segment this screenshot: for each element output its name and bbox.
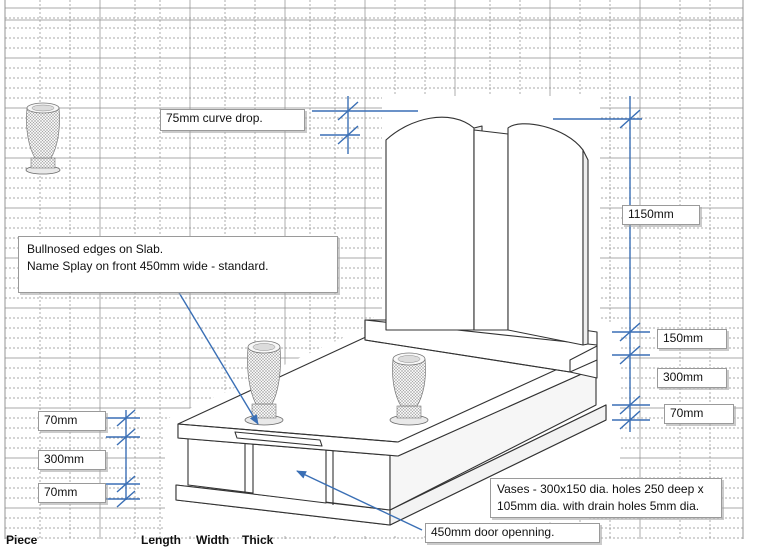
curve-drop-tick-top (337, 101, 359, 121)
curve-drop-label: 75mm curve drop. (160, 109, 305, 131)
left-tick-4 (116, 490, 136, 508)
door-label: 450mm door openning. (425, 523, 600, 543)
left-bottom-label: 70mm (38, 483, 106, 503)
slab-leader-arrow (177, 290, 259, 425)
door-leader-arrow (296, 470, 423, 531)
vases-note: Vases - 300x150 dia. holes 250 deep x 10… (490, 478, 722, 518)
vases-note-line1: Vases - 300x150 dia. holes 250 deep x (497, 482, 704, 496)
height-1150-tick-top (619, 109, 641, 129)
slab-note-line2: Name Splay on front 450mm wide - standar… (27, 259, 269, 273)
height-70-tick-top (619, 395, 641, 415)
headstone-left-panel (385, 116, 475, 331)
vase-right-slab (389, 352, 429, 426)
left-tick-2 (116, 428, 136, 446)
base-block-corner (569, 345, 598, 372)
slab-note-line1: Bullnosed edges on Slab. (27, 242, 164, 256)
height-total-label: 1150mm (622, 205, 700, 225)
headstone-center-panel (473, 129, 509, 331)
bottom-plinth-side (389, 404, 607, 526)
door-opening (252, 442, 327, 504)
left-tick-3 (116, 475, 136, 493)
table-header-width: Width (196, 533, 230, 547)
height-base-mid-label: 300mm (657, 368, 727, 388)
headstone-right-panel (507, 123, 584, 346)
base-block-edges (364, 320, 598, 373)
headstone-3d (175, 116, 607, 526)
name-splay (234, 431, 323, 447)
height-base-top-label: 150mm (657, 329, 727, 349)
vases-note-line2: 105mm dia. with drain holes 5mm dia. (497, 499, 700, 513)
table-header-thick: Thick (242, 533, 274, 547)
height-70-tick-bottom (619, 410, 641, 430)
slab-note: Bullnosed edges on Slab. Name Splay on f… (18, 236, 338, 293)
table-header-length: Length (141, 533, 181, 547)
height-base-bottom-label: 70mm (664, 404, 734, 424)
headstone-right-edge (582, 149, 589, 346)
left-top-label: 70mm (38, 411, 106, 431)
curve-drop-tick-bottom (337, 125, 359, 145)
dimension-lines (106, 96, 650, 531)
slab-front-edge (177, 423, 399, 443)
vase-left-standalone (25, 102, 61, 175)
left-mid-label: 300mm (38, 450, 106, 470)
table-header-piece: Piece (6, 533, 38, 547)
left-tick-1 (116, 409, 136, 427)
